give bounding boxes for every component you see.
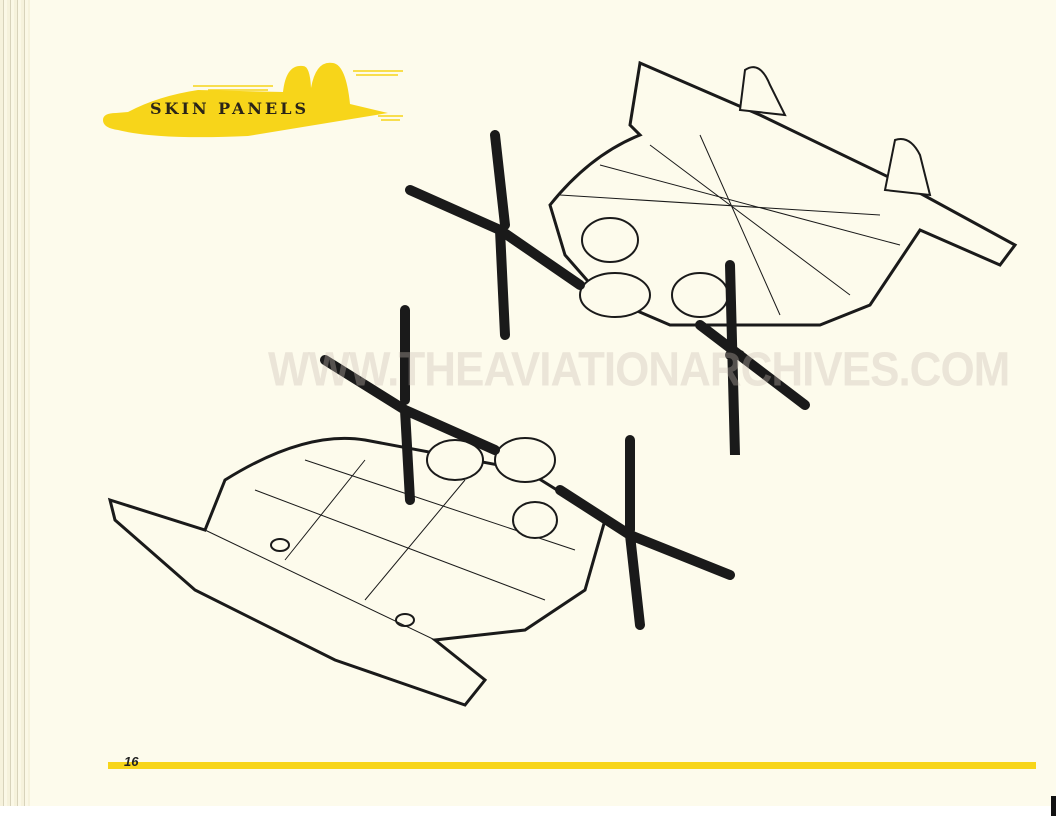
aircraft-top-view-illustration [405, 60, 1018, 455]
yellow-airplane-banner-icon [103, 62, 403, 138]
scan-edge-mark [1051, 796, 1056, 816]
footer-rule [108, 762, 1036, 769]
page-stack-edges [0, 0, 30, 806]
page-number: 16 [124, 754, 139, 769]
aircraft-bottom-view-illustration [107, 305, 735, 707]
section-title: SKIN PANELS [150, 99, 310, 118]
watermark: WWW.THEAVIATIONARCHIVES.COM [268, 342, 1010, 397]
